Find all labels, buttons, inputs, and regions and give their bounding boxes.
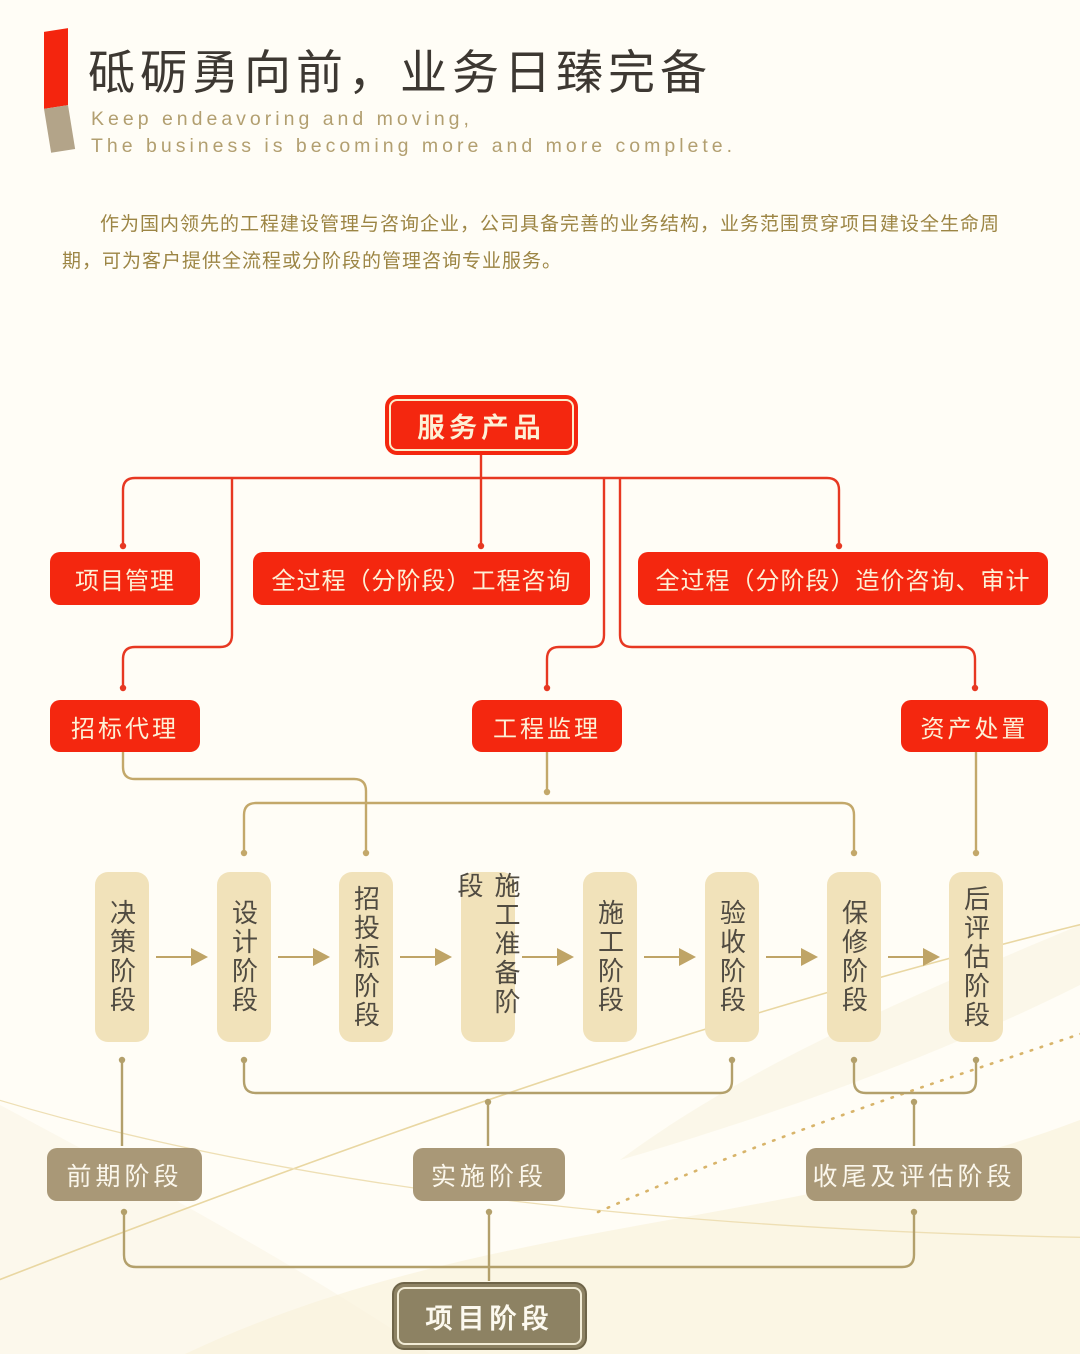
stage-node-construction: 施工阶段 [583,872,637,1042]
phase-group-node-implementation: 实施阶段 [413,1148,565,1201]
sub-service-node-engineering-supervision: 工程监理 [472,700,622,752]
stage-node-bidding: 招投标阶段 [339,872,393,1042]
service-products-node: 服务产品 [385,395,578,455]
service-node-project-management: 项目管理 [50,552,200,605]
ribbon-red-part [44,28,68,109]
sub-service-node-asset-disposal: 资产处置 [901,700,1048,752]
service-node-cost-consulting-audit: 全过程（分阶段）造价咨询、审计 [638,552,1048,605]
stage-node-design: 设计阶段 [217,872,271,1042]
sub-service-node-bidding-agency: 招标代理 [50,700,200,752]
intro-paragraph: 作为国内领先的工程建设管理与咨询企业，公司具备完善的业务结构，业务范围贯穿项目建… [62,214,1001,273]
stage-node-construction-prep: 施工准备阶段 [454,872,521,1042]
page-title: 砥砺勇向前，业务日臻完备 [88,46,712,99]
stage-node-warranty: 保修阶段 [827,872,881,1042]
phase-group-node-early-stage: 前期阶段 [47,1148,202,1201]
ribbon-tan-part [44,105,76,153]
project-phases-node: 项目阶段 [392,1282,587,1350]
page-subtitle: Keep endeavoring and moving, The busines… [91,106,736,160]
subtitle-line-1: Keep endeavoring and moving, [91,108,473,130]
subtitle-line-2: The business is becoming more and more c… [91,134,737,157]
title-ribbon-icon [44,28,76,154]
service-node-engineering-consulting: 全过程（分阶段）工程咨询 [253,552,590,605]
stage-node-acceptance: 验收阶段 [705,872,759,1042]
stage-node-post-evaluation: 后评估阶段 [949,872,1003,1042]
stage-node-decision: 决策阶段 [95,872,149,1042]
phase-group-node-closing-evaluation: 收尾及评估阶段 [806,1148,1022,1201]
